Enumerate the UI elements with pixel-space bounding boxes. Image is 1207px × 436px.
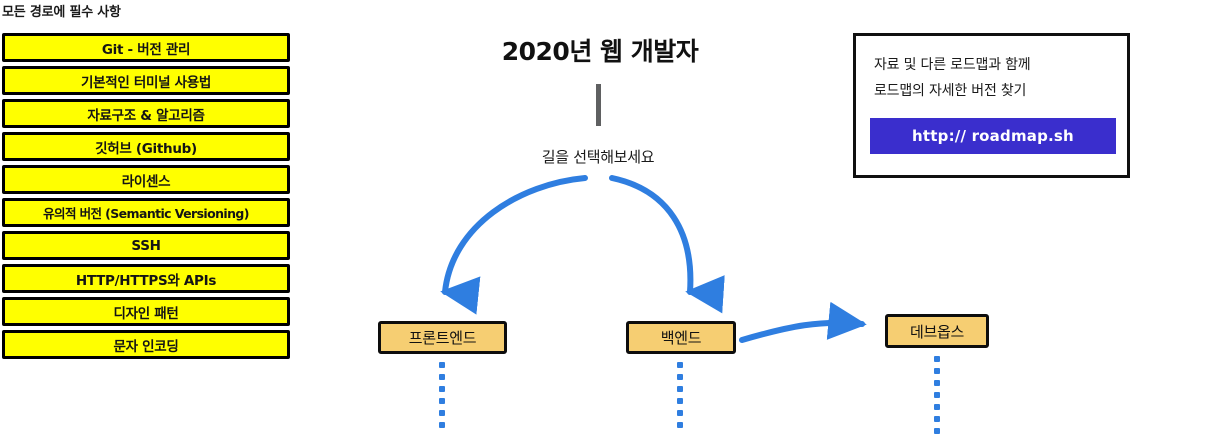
required-item-label: SSH <box>131 237 161 254</box>
dotted-trail-devops <box>933 356 940 434</box>
info-box-line-1: 자료 및 다른 로드맵과 함께 <box>874 57 1031 73</box>
required-item-label: 문자 인코딩 <box>113 338 179 355</box>
arrow-to-backend <box>609 175 725 314</box>
required-item-git[interactable]: Git - 버전 관리 <box>2 33 290 62</box>
required-item-semantic-versioning[interactable]: 유의적 버전 (Semantic Versioning) <box>2 198 290 227</box>
required-item-label: 디자인 패턴 <box>113 305 179 322</box>
path-node-devops[interactable]: 데브옵스 <box>885 314 989 348</box>
required-item-terminal-usage[interactable]: 기본적인 터미널 사용법 <box>2 66 290 95</box>
arrow-backend-to-devops <box>739 301 867 343</box>
required-section-heading: 모든 경로에 필수 사항 <box>2 5 121 20</box>
required-item-character-encoding[interactable]: 문자 인코딩 <box>2 330 290 359</box>
dotted-trail-frontend <box>438 362 445 428</box>
required-item-label: Git - 버전 관리 <box>101 41 191 58</box>
info-box-line-2: 로드맵의 자세한 버전 찾기 <box>874 83 1027 99</box>
dotted-trail-backend <box>676 362 683 428</box>
path-node-backend[interactable]: 백엔드 <box>626 321 736 354</box>
path-node-label: 백엔드 <box>660 329 702 347</box>
path-node-label: 프론트엔드 <box>408 329 477 347</box>
required-item-label: 깃허브 (Github) <box>95 140 197 157</box>
arrow-to-frontend <box>440 175 588 315</box>
path-node-label: 데브옵스 <box>909 322 964 341</box>
required-item-github[interactable]: 깃허브 (Github) <box>2 132 290 161</box>
required-item-label: 자료구조 & 알고리즘 <box>87 107 205 124</box>
required-item-ssh[interactable]: SSH <box>2 231 290 260</box>
required-item-data-structures-algorithms[interactable]: 자료구조 & 알고리즘 <box>2 99 290 128</box>
required-item-design-patterns[interactable]: 디자인 패턴 <box>2 297 290 326</box>
choose-path-label: 길을 선택해보세요 <box>541 148 655 166</box>
required-item-label: 기본적인 터미널 사용법 <box>81 74 211 91</box>
required-item-label: 라이센스 <box>121 173 171 190</box>
required-item-label: HTTP/HTTPS와 APIs <box>75 272 217 289</box>
required-items-list: Git - 버전 관리 기본적인 터미널 사용법 자료구조 & 알고리즘 깃허브… <box>2 33 292 363</box>
roadmap-url-button[interactable]: http:// roadmap.sh <box>870 118 1116 154</box>
required-item-licenses[interactable]: 라이센스 <box>2 165 290 194</box>
page-title: 2020년 웹 개발자 <box>501 37 699 66</box>
required-item-http-https-apis[interactable]: HTTP/HTTPS와 APIs <box>2 264 290 293</box>
required-item-label: 유의적 버전 (Semantic Versioning) <box>43 206 249 221</box>
title-stem-line <box>596 84 601 126</box>
info-box: 자료 및 다른 로드맵과 함께 로드맵의 자세한 버전 찾기 http:// r… <box>853 33 1130 178</box>
path-node-frontend[interactable]: 프론트엔드 <box>378 321 507 354</box>
